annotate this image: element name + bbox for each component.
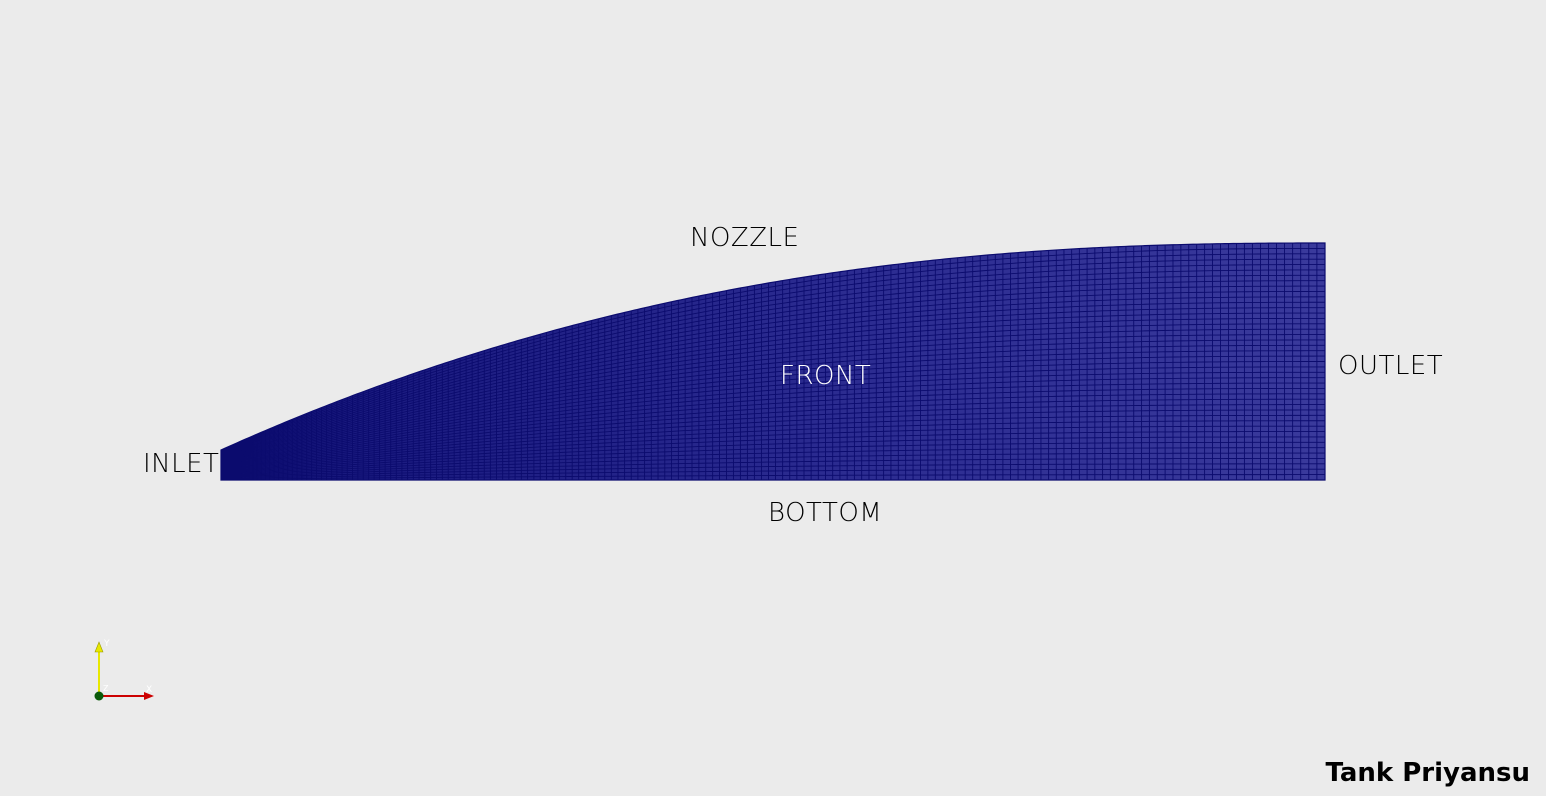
x-axis-arrow: [144, 692, 154, 700]
outlet-label: OUTLET: [1338, 351, 1444, 381]
bottom-label: BOTTOM: [768, 498, 883, 528]
mesh-grid-lines: [221, 243, 1325, 480]
z-axis-label: Z: [103, 684, 109, 693]
author-credit: Tank Priyansu: [1325, 758, 1530, 788]
mesh-edge: [220, 242, 1326, 481]
x-axis-label: X: [146, 685, 152, 695]
y-axis-label: Y: [103, 639, 110, 649]
front-label: FRONT: [780, 361, 872, 391]
z-axis-dot: [94, 691, 104, 701]
inlet-label: INLET: [143, 449, 220, 479]
orientation-axes: Y X Z: [94, 639, 154, 701]
mesh-row-lines: [221, 247, 1325, 480]
nozzle-label: NOZZLE: [690, 223, 800, 253]
y-axis-arrow: [94, 641, 104, 653]
